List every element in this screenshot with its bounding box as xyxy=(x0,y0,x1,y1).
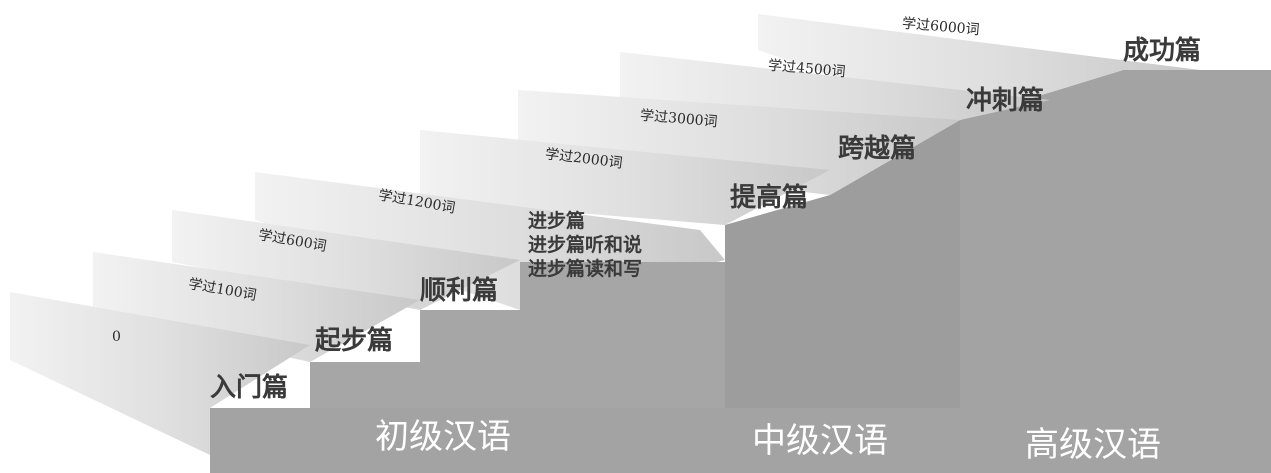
step-tread-5 xyxy=(420,130,830,225)
riser-step-4 xyxy=(520,262,725,428)
step-tread-1 xyxy=(10,292,310,455)
step-level-3: 顺利篇 xyxy=(420,276,499,306)
step-level-7: 冲刺篇 xyxy=(966,86,1045,116)
step-level-8: 成功篇 xyxy=(1123,36,1202,66)
step-tread-3 xyxy=(172,210,520,310)
riser-step-3 xyxy=(420,310,520,428)
step-tread-8 xyxy=(758,14,1200,120)
step-level-5: 提高篇 xyxy=(730,183,809,213)
riser-stage-3 xyxy=(960,70,1271,473)
step-level-4: 进步篇 xyxy=(528,210,586,232)
stage-label-beginner: 初级汉语 xyxy=(375,417,511,457)
step-tread-2 xyxy=(93,252,420,362)
step-count-1: 0 xyxy=(112,329,121,345)
step-sublevel-reading: 进步篇读和写 xyxy=(528,258,643,280)
step-sublevel-listening: 进步篇听和说 xyxy=(528,234,643,256)
step-level-2: 起步篇 xyxy=(315,326,394,356)
riser-stage-2 xyxy=(725,120,960,428)
step-level-1: 入门篇 xyxy=(210,373,289,403)
stage-band xyxy=(210,408,1200,473)
stage-label-advanced: 高级汉语 xyxy=(1025,425,1161,465)
stage-label-intermediate: 中级汉语 xyxy=(752,421,888,461)
step-level-6: 跨越篇 xyxy=(838,134,917,164)
